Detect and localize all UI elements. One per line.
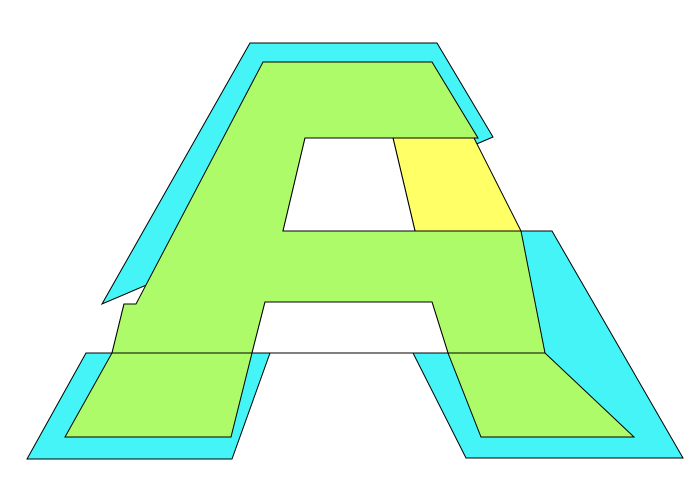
upper-hole	[282, 137, 416, 232]
lower-hole	[251, 301, 449, 354]
green-overlap-right-leg	[447, 352, 636, 438]
green-overlap-left-leg	[64, 352, 253, 438]
